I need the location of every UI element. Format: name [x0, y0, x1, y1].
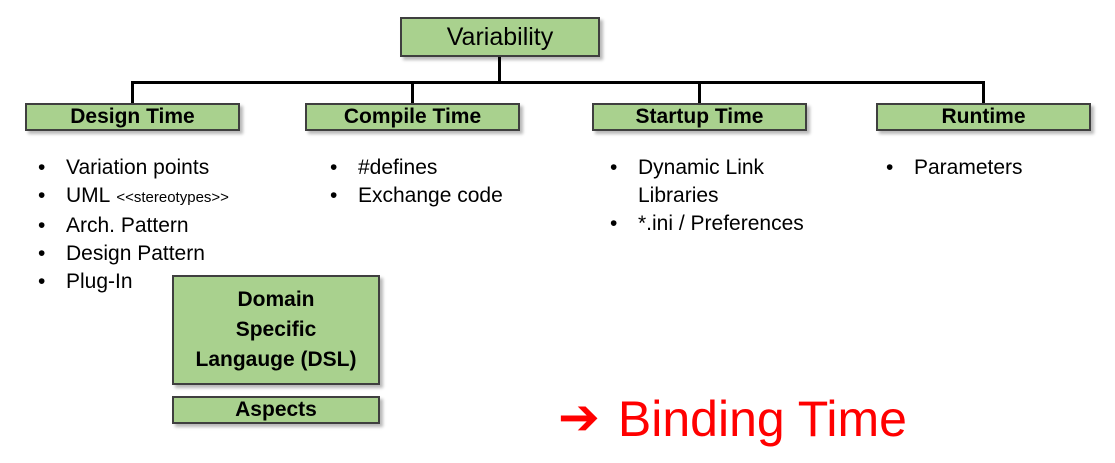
runtime-list: • Parameters	[878, 154, 1098, 182]
list-item-text: Arch. Pattern	[66, 214, 189, 237]
list-item-text: Design Pattern	[66, 242, 205, 265]
branch-label-startup-time: Startup Time	[635, 105, 764, 128]
bullet-icon: •	[38, 156, 46, 179]
compile-time-list: • #defines • Exchange code	[322, 154, 562, 210]
bullet-icon: •	[330, 184, 338, 207]
list-item: • #defines	[322, 154, 562, 182]
dsl-box: Domain Specific Langauge (DSL)	[172, 275, 380, 385]
branch-box-startup-time: Startup Time	[592, 103, 807, 131]
connector-drop-design-time	[131, 81, 134, 103]
binding-time-label: Binding Time	[617, 391, 907, 447]
design-time-list: • Variation points • UML<<stereotypes>> …	[30, 154, 300, 296]
list-item-text: Variation points	[66, 156, 210, 179]
bullet-icon: •	[38, 242, 46, 265]
bullet-icon: •	[38, 214, 46, 237]
bullet-icon: •	[38, 184, 46, 207]
connector-trunk	[498, 57, 501, 82]
connector-drop-compile-time	[411, 81, 414, 103]
list-item-text: Plug-In	[66, 270, 133, 293]
connector-drop-runtime	[982, 81, 985, 103]
list-item-text: Parameters	[914, 156, 1023, 179]
list-item-text: #defines	[358, 156, 438, 179]
list-item-text: Dynamic Link Libraries	[638, 156, 765, 207]
list-item: • Dynamic Link Libraries	[602, 154, 832, 210]
aspects-box: Aspects	[172, 396, 380, 424]
list-item-text: UML <<stereotypes>>	[66, 182, 300, 212]
branch-box-compile-time: Compile Time	[305, 103, 520, 131]
branch-box-design-time: Design Time	[25, 103, 240, 131]
list-item: • Design Pattern	[30, 240, 300, 268]
startup-time-list: • Dynamic Link Libraries • *.ini / Prefe…	[602, 154, 832, 238]
list-item: • Variation points	[30, 154, 300, 182]
bullet-icon: •	[38, 270, 46, 293]
aspects-label: Aspects	[235, 398, 317, 421]
dsl-label: Domain Specific Langauge (DSL)	[195, 288, 357, 371]
bullet-icon: •	[610, 156, 618, 179]
branch-label-design-time: Design Time	[70, 105, 195, 128]
stereotypes-text: <<stereotypes>>	[116, 189, 229, 206]
list-item: • *.ini / Preferences	[602, 210, 832, 238]
list-item: • Parameters	[878, 154, 1098, 182]
connector-drop-startup-time	[698, 81, 701, 103]
branch-box-runtime: Runtime	[876, 103, 1091, 131]
connector-horizontal	[131, 81, 985, 84]
binding-time-annotation: ➔ Binding Time	[558, 390, 907, 448]
list-item-text: Exchange code	[358, 184, 503, 207]
bullet-icon: •	[886, 156, 894, 179]
uml-text: UML	[66, 184, 111, 207]
right-arrow-icon: ➔	[558, 389, 600, 445]
list-item: • Arch. Pattern	[30, 212, 300, 240]
branch-label-compile-time: Compile Time	[343, 105, 482, 128]
list-item-text: *.ini / Preferences	[638, 212, 804, 235]
list-item: • UML <<stereotypes>>	[30, 182, 300, 212]
list-item: • Plug-In	[30, 268, 300, 296]
list-item: • Exchange code	[322, 182, 562, 210]
variability-root-label: Variability	[446, 22, 554, 51]
branch-label-runtime: Runtime	[941, 105, 1026, 128]
bullet-icon: •	[610, 212, 618, 235]
variability-root-box: Variability	[400, 17, 600, 57]
bullet-icon: •	[330, 156, 338, 179]
